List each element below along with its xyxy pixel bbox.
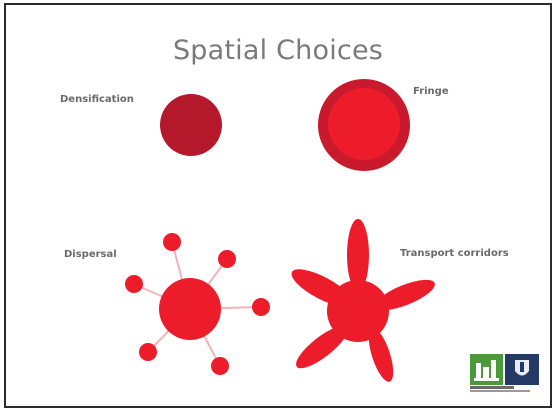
logo-caption (470, 386, 539, 393)
corridor-arm (368, 328, 394, 382)
label-dispersal: Dispersal (64, 249, 117, 260)
fringe-shape (318, 79, 410, 171)
greater-cambridge-logo (470, 354, 539, 394)
dispersal-satellite (163, 233, 181, 251)
label-densification: Densification (60, 94, 134, 105)
corridor-arm (347, 219, 369, 291)
slide: Spatial Choices (4, 3, 552, 408)
logo-navy-block (505, 354, 539, 385)
fringe-inner-core (328, 88, 400, 160)
logo-building-icon (474, 360, 499, 381)
corridor-center (327, 280, 389, 342)
transport-corridors-shape (291, 219, 435, 382)
label-transport-corridors: Transport corridors (400, 248, 509, 259)
logo-green-block (470, 354, 503, 385)
dispersal-satellite (218, 250, 236, 268)
dispersal-satellite (139, 343, 157, 361)
densification-circle (160, 94, 222, 156)
label-fringe: Fringe (413, 86, 449, 97)
dispersal-center (159, 278, 221, 340)
slide-title: Spatial Choices (172, 35, 384, 66)
dispersal-satellite (125, 275, 143, 293)
dispersal-satellite (252, 298, 270, 316)
logo-crest-icon (515, 360, 529, 376)
dispersal-satellite (211, 357, 229, 375)
corridor-arm (296, 325, 348, 369)
dispersal-shape (125, 233, 270, 375)
corridor-arm (375, 279, 435, 311)
